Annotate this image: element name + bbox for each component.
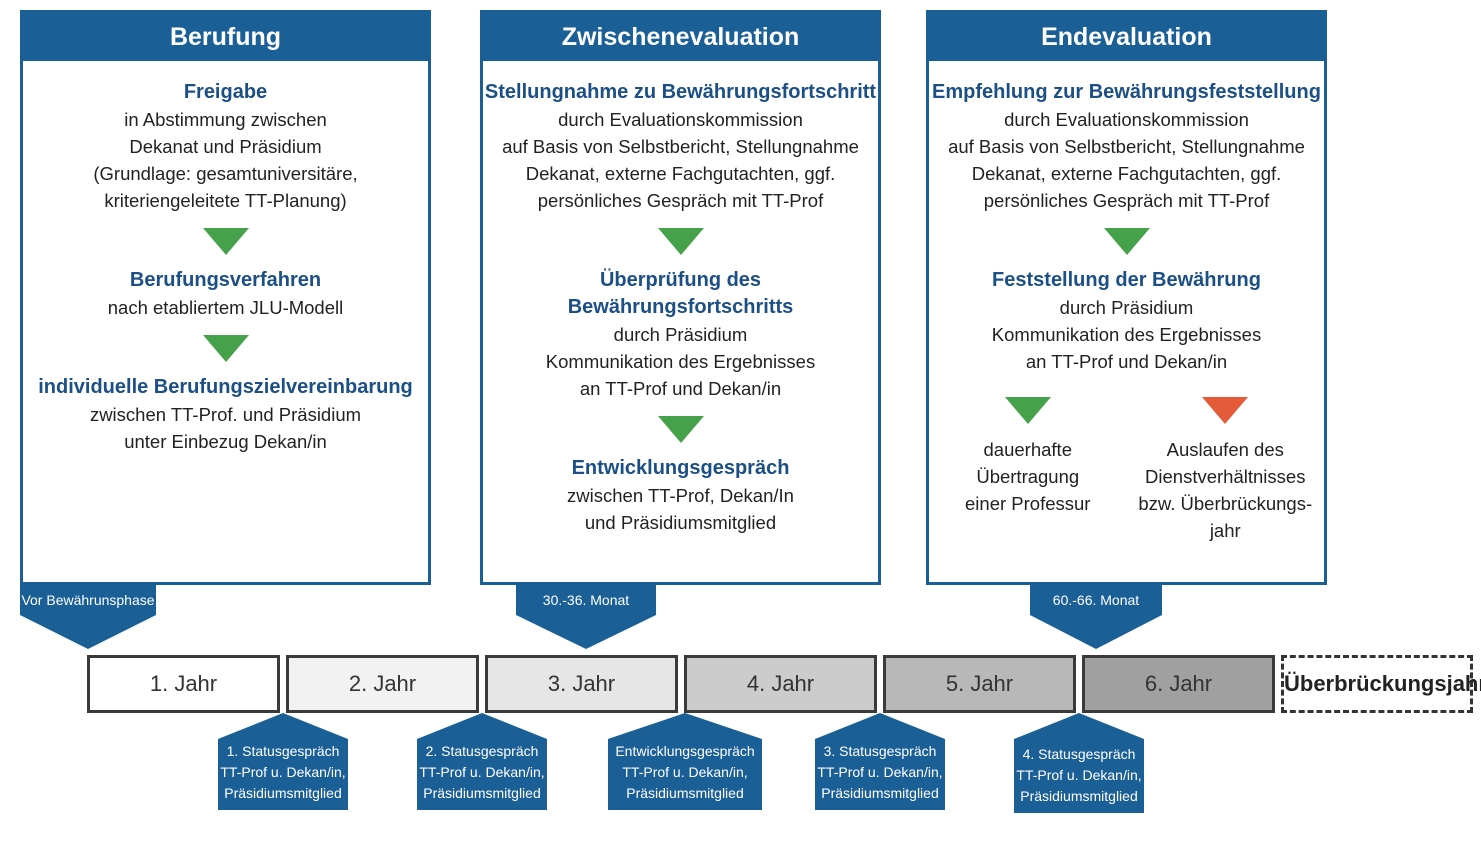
entwicklungsgespraech-title: Entwicklungsgespräch [571,457,790,479]
outcome-line: Dienstverhältnisses [1145,466,1306,487]
year-6: 6. Jahr [1082,655,1275,713]
zielvereinbarung-line: zwischen TT-Prof. und Präsidium [89,404,362,425]
outcome-positive: dauerhafte Übertragung einer Professur [938,397,1118,544]
timeline: 1. Jahr 2. Jahr 3. Jahr 4. Jahr 5. Jahr … [87,655,1481,713]
phase-marker-label: 30.-36. Monat [516,585,656,615]
ueberpruefung-line: Kommunikation des Ergebnisses [545,351,816,372]
ueberpruefung-line: durch Präsidium [613,324,748,345]
panel-title: Zwischenevaluation [483,13,878,61]
empfehlung-title: Empfehlung zur Bewährungsfeststellung [932,81,1321,103]
panel-endevaluation: Endevaluation Empfehlung zur Bewährungsf… [926,10,1327,585]
year-1: 1. Jahr [87,655,280,713]
pointer-down-icon [1030,615,1162,649]
phase-marker: 30.-36. Monat [516,585,656,649]
zielvereinbarung-line: unter Einbezug Dekan/in [124,431,327,452]
year-2: 2. Jahr [286,655,479,713]
arrow-down-icon [202,228,249,255]
arrow-down-icon [1004,397,1051,424]
stellungnahme-line: auf Basis von Selbstbericht, Stellungnah… [502,136,859,157]
pointer-up-icon [417,713,547,739]
empfehlung-line: Dekanat, externe Fachgutachten, ggf. [971,163,1282,184]
outcome-negative: Auslaufen des Dienstverhältnisses bzw. Ü… [1135,397,1315,544]
feststellung-line: Kommunikation des Ergebnisses [991,324,1262,345]
freigabe-line: Dekanat und Präsidium [129,136,322,157]
feststellung-line: an TT-Prof und Dekan/in [1025,351,1228,372]
panel-berufung: Berufung Freigabe in Abstimmung zwischen… [20,10,431,585]
panel-title: Berufung [23,13,428,61]
arrow-down-icon [657,228,704,255]
phase-marker-label: 60.-66. Monat [1030,585,1162,615]
panel-title: Endevaluation [929,13,1324,61]
freigabe-line: (Grundlage: gesamtuniversitäre, [93,163,358,184]
zielvereinbarung-title: individuelle Berufungszielvereinbarung [38,376,413,398]
entwicklungsgespraech-line: und Präsidiumsmitglied [584,512,777,533]
verfahren-line: nach etabliertem JLU-Modell [107,297,344,318]
phase-marker-label: Vor Bewährunsphase [20,585,156,615]
phase-marker: 60.-66. Monat [1030,585,1162,649]
pointer-up-icon [608,713,762,739]
freigabe-title: Freigabe [183,81,268,103]
ueberpruefung-line: an TT-Prof und Dekan/in [579,378,782,399]
feststellung-title: Feststellung der Bewährung [992,269,1261,291]
freigabe-line: in Abstimmung zwischen [124,109,327,130]
pointer-up-icon [815,713,945,739]
pointer-down-icon [516,615,656,649]
arrow-down-icon [1202,397,1249,424]
outcome-line: Auslaufen des [1166,439,1284,460]
outcomes: dauerhafte Übertragung einer Professur A… [929,397,1324,544]
ueberpruefung-title: Bewährungsfortschritts [567,296,794,318]
outcome-line: jahr [1209,520,1241,541]
stellungnahme-line: persönliches Gespräch mit TT-Prof [537,190,824,211]
pointer-up-icon [1014,713,1144,739]
year-ueberbrueckung: Überbrückungsjahr [1281,655,1481,713]
ueberpruefung-title: Überprüfung des [599,269,762,291]
year-5: 5. Jahr [883,655,1076,713]
arrow-down-icon [1103,228,1150,255]
phase-marker: Vor Bewährunsphase [20,585,156,649]
empfehlung-line: auf Basis von Selbstbericht, Stellungnah… [948,136,1305,157]
stellungnahme-line: Dekanat, externe Fachgutachten, ggf. [525,163,836,184]
outcome-line: Übertragung [976,466,1080,487]
freigabe-line: kriteriengeleitete TT-Planung) [104,190,347,211]
outcome-line: einer Professur [965,493,1091,514]
year-4: 4. Jahr [684,655,877,713]
entwicklungsgespraech-line: zwischen TT-Prof, Dekan/In [567,485,794,506]
outcome-line: dauerhafte [983,439,1072,460]
year-3: 3. Jahr [485,655,678,713]
empfehlung-line: durch Evaluationskommission [1004,109,1249,130]
pointer-up-icon [218,713,348,739]
arrow-down-icon [657,416,704,443]
stellungnahme-title: Stellungnahme zu Bewährungsfortschritt [484,81,877,103]
stellungnahme-line: durch Evaluationskommission [558,109,803,130]
outcome-line: bzw. Überbrückungs- [1138,493,1313,514]
panel-zwischenevaluation: Zwischenevaluation Stellungnahme zu Bewä… [480,10,881,585]
feststellung-line: durch Präsidium [1059,297,1194,318]
verfahren-title: Berufungsverfahren [129,269,322,291]
empfehlung-line: persönliches Gespräch mit TT-Prof [983,190,1270,211]
pointer-down-icon [20,615,156,649]
arrow-down-icon [202,335,249,362]
